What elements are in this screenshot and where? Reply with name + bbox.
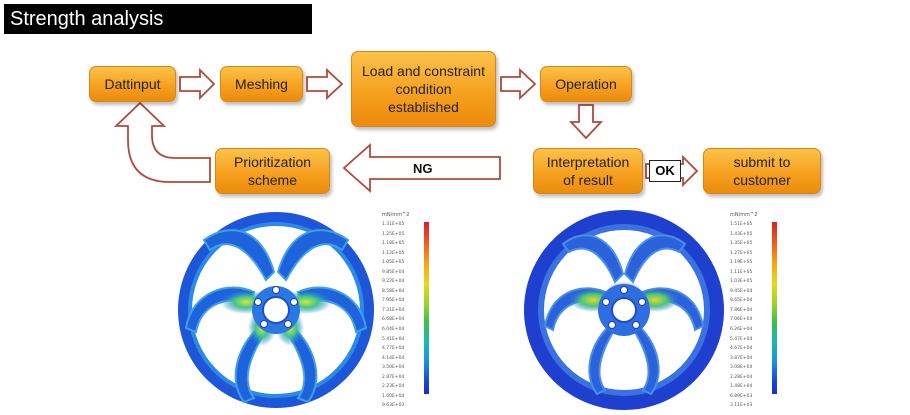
wheel-stress-left [178,212,374,408]
legend-tick: 6.04E+04 [382,327,405,333]
legend-tick: 6.89E+03 [730,393,753,399]
legend-tick: 6.68E+04 [382,317,405,323]
legend-tick: 1.31E+05 [382,222,405,227]
step-submit: submit to customer [703,148,821,194]
legend-left-unit: mN/mm^2 [382,212,410,218]
legend-tick: 8.65E+04 [730,298,753,304]
legend-tick: 9.85E+04 [382,269,405,275]
legend-tick: 4.67E+04 [730,346,753,352]
step-operation: Operation [540,66,632,102]
legend-tick: 6.26E+04 [730,327,753,333]
legend-tick: 9.22E+04 [382,279,405,285]
legend-tick: 5.47E+04 [730,336,753,342]
arrow-meshing-load [306,67,344,101]
legend-right: mN/mm^2 1.51E+05 1.43E+05 1.35E+05 1.27E… [730,212,780,408]
arrow-dattinput-meshing [179,67,216,101]
arrow-ng [342,143,501,193]
legend-left-ticks: 1.31E+05 1.25E+05 1.18E+05 1.12E+05 1.05… [382,220,422,411]
legend-tick: 7.06E+04 [730,317,753,323]
legend-tick: 7.31E+04 [382,307,405,313]
legend-right-unit: mN/mm^2 [730,212,758,218]
legend-tick: 1.05E+05 [382,260,405,266]
legend-tick: 3.08E+04 [730,365,753,371]
step-submit-label: submit to customer [733,154,791,188]
legend-tick: 3.87E+04 [730,355,753,361]
step-meshing-label: Meshing [235,76,288,92]
legend-tick: 5.41E+04 [382,336,405,342]
legend-tick: 1.43E+05 [730,231,753,237]
legend-tick: 1.18E+05 [382,241,405,247]
legend-tick: 1.51E+05 [730,222,753,227]
legend-right-colorbar [772,222,777,394]
page-title: Strength analysis [4,4,312,34]
legend-tick: 2.87E+04 [382,374,405,380]
step-interpretation: Interpretation of result [533,148,643,194]
legend-tick: 7.95E+04 [382,298,405,304]
legend-tick: 3.50E+04 [382,365,405,371]
legend-tick: 1.25E+05 [382,231,405,237]
legend-left: mN/mm^2 1.31E+05 1.25E+05 1.18E+05 1.12E… [382,212,432,408]
legend-tick: 1.35E+05 [730,241,753,247]
wheel-stress-right [524,210,724,410]
step-dattinput: Dattinput [89,66,176,102]
arrow-load-operation [500,67,537,101]
legend-tick: 1.03E+05 [730,279,753,285]
legend-tick: 9.45E+04 [730,288,753,294]
legend-tick: 1.11E+05 [730,269,753,275]
legend-left-colorbar [424,222,429,394]
legend-tick: 8.58E+04 [382,288,405,294]
legend-tick: 2.23E+04 [382,384,405,390]
legend-right-ticks: 1.51E+05 1.43E+05 1.35E+05 1.27E+05 1.19… [730,220,770,411]
legend-tick: 2.28E+04 [730,374,753,380]
legend-tick: 1.27E+05 [730,250,753,256]
legend-tick: 1.60E+04 [382,393,405,399]
ng-label: NG [413,161,433,176]
step-meshing: Meshing [220,66,303,102]
step-load: Load and constraint condition establishe… [351,51,496,127]
legend-tick: 1.19E+05 [730,260,753,266]
step-load-label: Load and constraint condition establishe… [362,63,485,115]
legend-tick: 7.86E+04 [730,307,753,313]
legend-tick: 3.11E+03 [730,403,753,409]
step-interpretation-label: Interpretation of result [546,154,630,188]
step-prioritization: Prioritization scheme [215,148,330,194]
step-prioritization-label: Prioritization scheme [233,154,312,188]
arrow-feedback [113,101,211,183]
arrow-operation-interpretation [568,104,604,140]
legend-tick: 9.63E+03 [382,403,405,409]
step-dattinput-label: Dattinput [104,76,161,92]
legend-tick: 4.77E+04 [382,346,405,352]
legend-tick: 1.48E+04 [730,384,753,390]
step-operation-label: Operation [555,76,617,92]
legend-tick: 1.12E+05 [382,250,405,256]
ok-label: OK [649,160,681,182]
legend-tick: 4.14E+04 [382,355,405,361]
